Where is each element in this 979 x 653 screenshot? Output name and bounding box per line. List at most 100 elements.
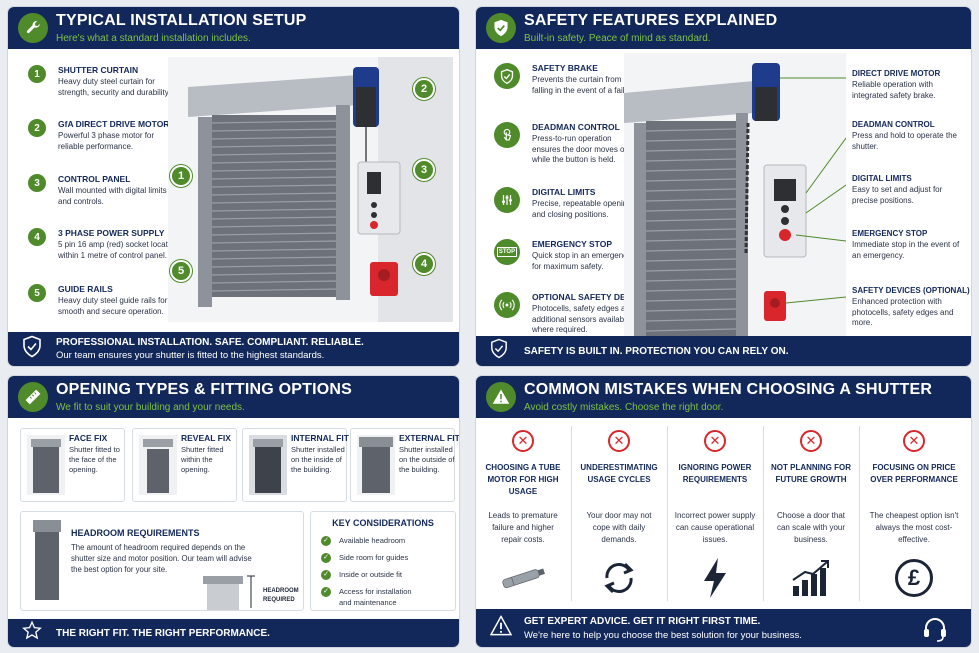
safety-detail-desc: Enhanced protection with photocells, saf… xyxy=(852,297,954,327)
mistake-desc: Choose a door that can scale with your b… xyxy=(776,511,846,544)
installation-footer: PROFESSIONAL INSTALLATION. SAFE. COMPLIA… xyxy=(8,332,459,366)
installation-subtitle: Here's what a standard installation incl… xyxy=(56,33,251,44)
opening-type-title: EXTERNAL FIT xyxy=(399,433,459,443)
item-number: 3 xyxy=(28,174,46,192)
opening-type-card: REVEAL FIX Shutter fitted within the ope… xyxy=(132,428,237,502)
check-icon: ✓ xyxy=(321,587,331,598)
item-desc: Heavy duty steel guide rails for smooth … xyxy=(58,296,168,316)
mistake-title: FOCUSING ON PRICE OVER PERFORMANCE xyxy=(870,463,958,484)
safety-detail: DEADMAN CONTROL Press and hold to operat… xyxy=(852,120,967,152)
shield-check-icon xyxy=(22,335,42,363)
item-title: GfA DIRECT DRIVE MOTOR xyxy=(58,119,170,129)
safety-detail-desc: Reliable operation with integrated safet… xyxy=(852,80,936,100)
safety-detail-desc: Easy to set and adjust for precise posit… xyxy=(852,185,943,205)
check-icon: ✓ xyxy=(321,570,331,581)
safety-feature-desc: Quick stop in an emergency for maximum s… xyxy=(532,251,632,271)
pound-coin-icon: £ xyxy=(889,556,939,600)
callout-2: 2 xyxy=(413,78,435,100)
column-divider xyxy=(859,426,860,601)
item-number: 1 xyxy=(28,65,46,83)
key-consideration: ✓Inside or outside fit xyxy=(321,570,402,581)
column-divider xyxy=(571,426,572,601)
mistake-column: ✕ UNDERESTIMATING USAGE CYCLES Your door… xyxy=(572,426,666,601)
opening-type-desc: Shutter installed on the outside of the … xyxy=(399,445,455,474)
column-divider xyxy=(667,426,668,601)
safety-feature-title: EMERGENCY STOP xyxy=(532,239,612,249)
item-title: CONTROL PANEL xyxy=(58,174,131,184)
headset-icon xyxy=(921,615,949,647)
mistake-column: ✕ NOT PLANNING FOR FUTURE GROWTH Choose … xyxy=(764,426,858,601)
mistakes-panel: COMMON MISTAKES WHEN CHOOSING A SHUTTER … xyxy=(476,376,971,647)
growth-chart-icon xyxy=(786,556,836,600)
shutter-thumbnail xyxy=(357,435,395,495)
safety-detail-title: EMERGENCY STOP xyxy=(852,229,928,238)
opening-type-desc: Shutter fitted within the opening. xyxy=(181,445,224,474)
safety-feature-desc: Press-to-run operation ensures the door … xyxy=(532,134,635,164)
mistake-title: UNDERESTIMATING USAGE CYCLES xyxy=(580,463,658,484)
mistake-title: IGNORING POWER REQUIREMENTS xyxy=(678,463,752,484)
safety-feature-title: OPTIONAL SAFETY DEVICES xyxy=(532,292,652,302)
safety-panel: SAFETY FEATURES EXPLAINED Built-in safet… xyxy=(476,7,971,366)
opening-type-card: INTERNAL FIT Shutter installed on the in… xyxy=(242,428,349,502)
mistakes-header: COMMON MISTAKES WHEN CHOOSING A SHUTTER … xyxy=(476,376,971,418)
item-number: 5 xyxy=(28,284,46,302)
opening-types-title: OPENING TYPES & FITTING OPTIONS xyxy=(56,381,353,398)
safety-detail: SAFETY DEVICES (OPTIONAL) Enhanced prote… xyxy=(852,286,970,329)
star-icon xyxy=(22,620,42,646)
opening-type-card: FACE FIX Shutter fitted to the face of t… xyxy=(20,428,125,502)
safety-detail-desc: Immediate stop in the event of an emerge… xyxy=(852,240,960,260)
safety-shutter-illustration xyxy=(624,53,846,343)
shield-check-icon xyxy=(494,63,520,89)
safety-detail-title: DEADMAN CONTROL xyxy=(852,120,935,129)
shutter-thumbnail xyxy=(33,520,61,600)
mistakes-footer-sub: We're here to help you choose the best s… xyxy=(524,630,802,641)
safety-header: SAFETY FEATURES EXPLAINED Built-in safet… xyxy=(476,7,971,49)
opening-types-subtitle: We fit to suit your building and your ne… xyxy=(56,402,245,413)
opening-type-title: REVEAL FIX xyxy=(181,433,231,443)
ruler-icon xyxy=(18,382,48,412)
key-considerations-card: KEY CONSIDERATIONS ✓Available headroom ✓… xyxy=(310,511,456,611)
shutter-thumbnail xyxy=(27,435,65,495)
safety-subtitle: Built-in safety. Peace of mind as standa… xyxy=(524,33,711,44)
safety-title: SAFETY FEATURES EXPLAINED xyxy=(524,12,778,29)
installation-footer-sub: Our team ensures your shutter is fitted … xyxy=(56,350,325,361)
safety-detail: DIGITAL LIMITS Easy to set and adjust fo… xyxy=(852,174,967,206)
mistakes-title: COMMON MISTAKES WHEN CHOOSING A SHUTTER xyxy=(524,381,933,398)
wrench-icon xyxy=(18,13,48,43)
item-number: 4 xyxy=(28,228,46,246)
opening-types-panel: OPENING TYPES & FITTING OPTIONS We fit t… xyxy=(8,376,459,647)
installation-title: TYPICAL INSTALLATION SETUP xyxy=(56,12,307,29)
shutter-installation-illustration xyxy=(168,57,453,322)
headroom-title: HEADROOM REQUIREMENTS xyxy=(71,528,200,538)
check-icon: ✓ xyxy=(321,536,331,547)
close-icon: ✕ xyxy=(903,430,925,452)
safety-detail-title: SAFETY DEVICES (OPTIONAL) xyxy=(852,286,970,295)
close-icon: ✕ xyxy=(608,430,630,452)
mistake-desc: Incorrect power supply can cause operati… xyxy=(674,511,756,544)
headroom-card: HEADROOM REQUIREMENTS The amount of head… xyxy=(20,511,304,611)
mistake-desc: Leads to premature failure and higher re… xyxy=(488,511,558,544)
installation-footer-title: PROFESSIONAL INSTALLATION. SAFE. COMPLIA… xyxy=(56,337,364,348)
close-icon: ✕ xyxy=(800,430,822,452)
tube-motor-icon xyxy=(498,556,548,600)
shield-check-icon xyxy=(490,338,508,364)
item-title: SHUTTER CURTAIN xyxy=(58,65,139,75)
opening-types-footer-title: THE RIGHT FIT. THE RIGHT PERFORMANCE. xyxy=(56,628,270,639)
opening-type-desc: Shutter installed on the inside of the b… xyxy=(291,445,345,474)
cycle-arrows-icon xyxy=(594,556,644,600)
opening-types-footer: THE RIGHT FIT. THE RIGHT PERFORMANCE. xyxy=(8,619,459,647)
key-consideration-continued: and maintenance xyxy=(339,598,397,607)
shield-check-icon xyxy=(486,13,516,43)
mistake-column: ✕ FOCUSING ON PRICE OVER PERFORMANCE The… xyxy=(860,426,968,601)
callout-3: 3 xyxy=(413,159,435,181)
key-consideration: ✓Side room for guides xyxy=(321,553,408,564)
callout-1: 1 xyxy=(170,165,192,187)
safety-feature-desc: Photocells, safety edges and additional … xyxy=(532,304,635,334)
item-title: GUIDE RAILS xyxy=(58,284,113,294)
mistake-column: ✕ IGNORING POWER REQUIREMENTS Incorrect … xyxy=(668,426,762,601)
safety-detail-title: DIRECT DRIVE MOTOR xyxy=(852,69,941,78)
callout-5: 5 xyxy=(170,260,192,282)
safety-feature-title: SAFETY BRAKE xyxy=(532,63,598,73)
item-title: 3 PHASE POWER SUPPLY xyxy=(58,228,165,238)
item-desc: 5 pin 16 amp (red) socket located within… xyxy=(58,240,177,260)
